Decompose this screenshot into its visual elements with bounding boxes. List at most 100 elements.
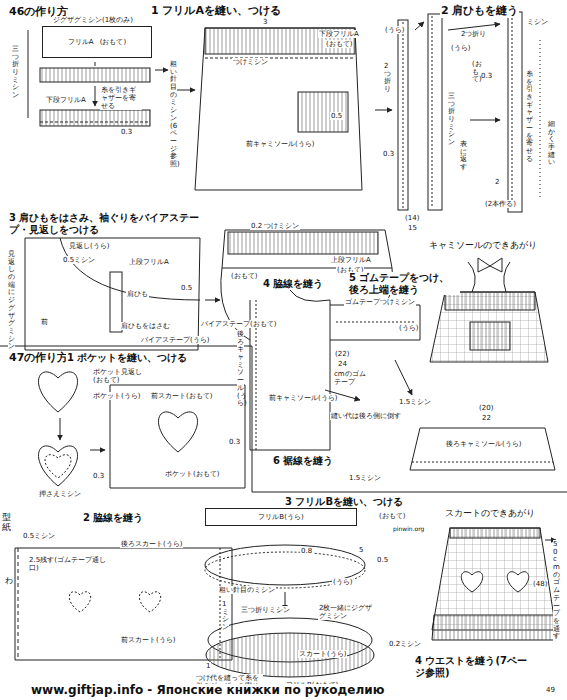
sewing-note: 後ろキャミソール(うら) [237,330,244,409]
sewing-note: ポケット見返し(おもて) [92,368,149,384]
sewing-note: 15 [407,224,418,232]
step-heading: 3 フリルBを縫い、つける [284,496,404,508]
sewing-note: スカート(うら) [298,650,347,658]
sewing-note: (おもて) [378,512,406,520]
sewing-note: 1.5ミシン [398,398,432,406]
step-heading: 6 裾線を縫う [272,455,334,467]
sewing-note: 上段フリルA [330,256,372,264]
step-heading: 3 肩ひもをはさみ、袖ぐりをバイアステープ・見返しをつける [8,212,220,235]
sewing-note: 肩ひもをはさむ [120,322,171,330]
sewing-note: 2枚一緒にジグザグミシン [318,604,380,620]
sewing-note: 2 [494,178,500,186]
step-heading: 4 ウエストを縫う(7ページ参照) [414,655,528,678]
sewing-note: 2.5残す(ゴムテープ通し口) [28,556,110,572]
sewing-note: 3 [262,18,268,26]
step-heading: 2 脇線を縫う [82,512,144,524]
sewing-note: 1 [205,662,211,670]
sewing-note: 粗い針目のミシン(6ページ参照) [170,60,177,170]
sewing-note: 見返しの端にジグザグミシン [8,250,15,352]
sewing-note: 49 [545,686,556,694]
sewing-note: (おもて) [472,60,479,85]
sewing-note: 0.3 [382,150,395,158]
sewing-note: ポケット(おもて) [164,470,220,478]
sewing-note: cmのゴムテープ [333,370,369,386]
sewing-note: 肩ひも [126,290,149,298]
sewing-note: 三つ折りミシン [448,92,455,148]
sewing-note: ゴムテープつけミシン [344,298,416,306]
piece-label: フリルB(うら) [258,512,303,522]
sewing-note: バイアステープ(うら) [140,336,210,344]
step-heading: www.giftjap.info - Японские книжки по ру… [30,684,385,698]
sewing-note: 細かく手縫い [548,120,555,168]
sewing-note: 2つ折り [460,30,487,38]
sewing-note: 50cmのゴムテープを通す [553,540,560,642]
sewing-note: 0.3 [228,438,241,446]
sewing-note: 粗い針目のミシン [218,586,276,594]
sewing-note: 三つ折りミシン [12,45,19,101]
sewing-note: 前 [40,318,49,326]
sewing-note: 0.5 [376,556,389,564]
sewing-note: (おもて) [325,40,353,48]
sewing-note: 下段フリルA [318,30,360,38]
sewing-note: (22) [334,350,350,358]
sewing-note: 2つ折り [384,62,391,95]
sewing-note: 型紙 [2,512,11,534]
sewing-note: 5 [358,546,364,554]
sewing-note: 1ミシン [222,600,229,633]
sewing-note: 22 [481,414,492,422]
sewing-note: キャミソールのできあがり [428,240,538,250]
sewing-note: (2本作る) [484,200,517,208]
sewing-note: 縫い代は後ろ側に倒す [330,412,402,420]
step-heading: 1 ポケットを縫い、つける [66,352,188,364]
sewing-note: 糸を引きギャザーを寄せる [526,70,533,164]
sewing-note: ミシン [526,18,549,26]
sewing-note: 0.3 [92,472,105,480]
sewing-note: 押さえミシン [38,490,82,498]
piece-label: フリルA [68,37,94,47]
step-heading: 2 肩ひもを縫う [440,5,519,18]
sewing-note: 前スカート(おもて) [150,392,213,400]
sewing-note: 0.2 つけミシン [250,222,300,230]
sewing-note: (おもて) [230,272,258,280]
sewing-note: 上段フリルA [128,258,170,266]
sewing-note: 0.5ミシン [22,532,56,540]
step-heading: 47の作り方 [8,352,69,365]
sewing-note: (20) [478,404,494,412]
sewing-note: 前キャミソール(うら) [245,140,315,148]
sewing-note: 表に返す [460,140,467,173]
sewing-note: 三つ折りミシン [240,606,291,614]
sewing-note: 糸を引きギャザーを寄せる [100,86,142,110]
sewing-note: (うら) [450,44,471,52]
sewing-note: 前スカート(うら) [120,636,176,644]
piece-label: (おもて) [100,37,126,47]
sewing-note: 0.8 [300,547,313,555]
sewing-note: (うら) [398,324,419,332]
sewing-note: 0.2ミシン [388,640,422,648]
sewing-note: ポケット(うら) [92,392,141,400]
fabric-strip: フリルA (おもて) [42,26,152,58]
sewing-note: 0.5 [180,284,193,292]
sewing-note: ジグザグミシン(1枚のみ) [52,16,134,24]
sewing-note: (48) [532,580,548,588]
sewing-note: つけミシン [232,58,269,66]
sewing-note: 0.3 [120,128,133,136]
sewing-note: (うら) [384,26,405,34]
sewing-note: pinwin.org [392,526,425,533]
sewing-note: 後ろスカート(うら) [120,540,183,548]
sewing-note: (14) [404,214,420,222]
sewing-note: 24 [337,360,348,368]
sewing-note: わ [4,576,14,585]
step-heading: 1 フリルAを縫い、つける [150,5,282,18]
fabric-strip: フリルB(うら) [205,508,357,526]
sewing-note: 1.5ミシン [348,474,382,482]
sewing-note: 0.5ミシン [62,256,96,264]
sewing-note: 0.3 [480,72,493,80]
step-heading: 4 脇線を縫う [262,278,324,290]
sewing-note: 下段フリルA [45,96,87,104]
step-heading: 5 ゴムテープをつけ、後ろ上端を縫う [348,272,460,295]
sewing-note: バイアステープ(おもて) [200,320,277,328]
sewing-note: 後ろキャミソール(うら) [445,440,522,448]
sewing-note: 前キャミソール(うら) [268,394,338,402]
sewing-note: スカートのできあがり [444,508,536,518]
